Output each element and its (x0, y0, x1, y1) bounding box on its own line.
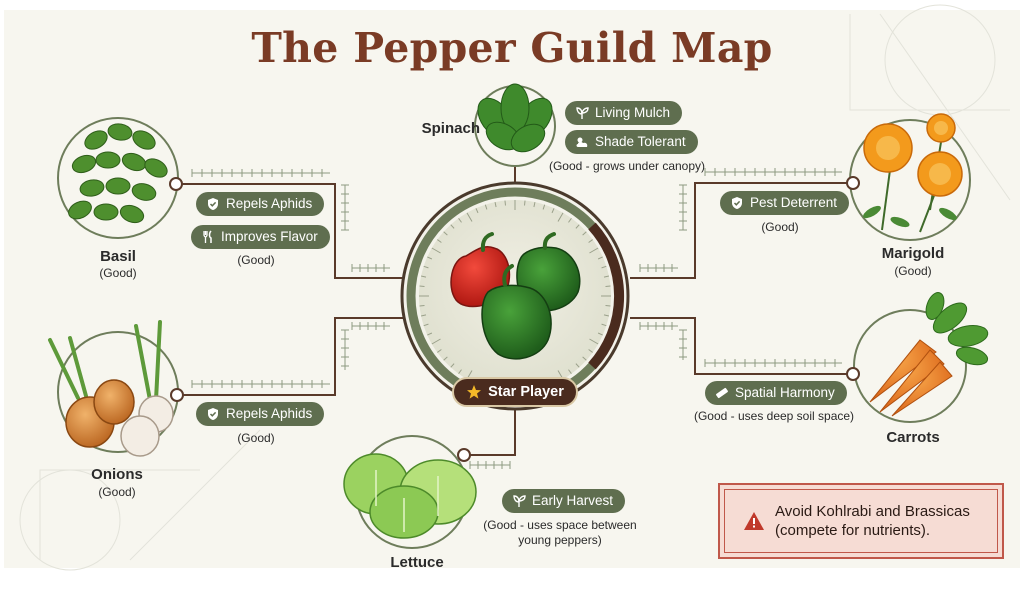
onions-tag-repels-aphids: Repels Aphids (196, 402, 325, 426)
spinach-name: Spinach (421, 120, 480, 137)
spinach-tag-living-mulch: Living Mulch (565, 101, 683, 125)
carrots-tag-spatial-harmony: Spatial Harmony (705, 381, 847, 405)
lettuce-note-line-2: young peppers) (518, 533, 602, 547)
tick-marks (191, 168, 836, 469)
ruler-icon (715, 386, 729, 400)
warning-box: Avoid Kohlrabi and Brassicas (compete fo… (718, 483, 1004, 559)
carrots-medallion (846, 292, 989, 423)
lettuce-tag-early-harvest: Early Harvest (502, 489, 626, 513)
onions-medallion (48, 320, 184, 457)
lettuce-medallion (343, 435, 477, 549)
sun-cloud-icon (575, 135, 589, 149)
onions-rating: (Good) (98, 485, 136, 499)
marigold-note: (Good) (761, 220, 799, 234)
pepper-cluster (450, 232, 581, 360)
lettuce-name: Lettuce (390, 554, 444, 571)
shield-check-icon (206, 407, 220, 421)
spinach-medallion (474, 83, 556, 167)
basil-name: Basil (100, 248, 136, 265)
star-player-badge: Star Player (452, 377, 578, 407)
warning-line-2: (compete for nutrients). (775, 522, 931, 539)
basil-tag-improves-flavor: Improves Flavor (191, 225, 330, 249)
marigold-name: Marigold (881, 245, 945, 262)
marigold-medallion (846, 113, 971, 241)
sprout-icon (575, 106, 589, 120)
marigold-tag-pest-deterrent: Pest Deterrent (720, 191, 850, 215)
carrots-name: Carrots (886, 429, 940, 446)
shield-check-icon (730, 196, 744, 210)
spinach-tag-shade-tolerant: Shade Tolerant (565, 130, 698, 154)
pepper-dial (400, 181, 630, 411)
carrots-note: (Good - uses deep soil space) (693, 409, 855, 423)
page-title: The Pepper Guild Map (251, 24, 773, 72)
warning-text: Avoid Kohlrabi and Brassicas (compete fo… (775, 502, 970, 540)
basil-note: (Good) (237, 253, 275, 267)
basil-rating: (Good) (99, 266, 137, 280)
fork-knife-icon (201, 230, 215, 244)
star-icon (466, 384, 482, 400)
warning-inner: Avoid Kohlrabi and Brassicas (compete fo… (724, 489, 998, 553)
lettuce-note-line-1: (Good - uses space between (483, 518, 637, 532)
sprout-icon (512, 494, 526, 508)
onions-name: Onions (91, 466, 143, 483)
onions-note: (Good) (237, 431, 275, 445)
marigold-rating: (Good) (894, 264, 932, 278)
basil-medallion (57, 117, 183, 239)
spinach-note: (Good - grows under canopy) (548, 159, 706, 173)
shield-check-icon (206, 197, 220, 211)
warning-line-1: Avoid Kohlrabi and Brassicas (775, 503, 970, 520)
warning-triangle-icon (743, 511, 765, 531)
basil-tag-repels-aphids: Repels Aphids (196, 192, 325, 216)
